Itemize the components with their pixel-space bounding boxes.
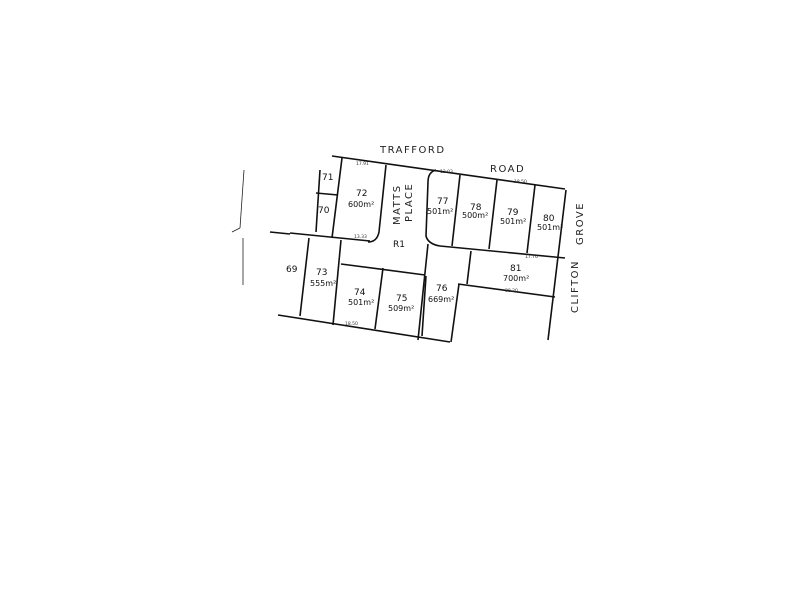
lot-number: 80 bbox=[543, 214, 555, 224]
lot-number: 75 bbox=[396, 294, 407, 304]
lot-76-81-boundary bbox=[466, 250, 472, 285]
lots-77-80-south-boundary bbox=[439, 245, 566, 259]
dimension-label: 17.91 bbox=[356, 161, 369, 167]
lot-number: 71 bbox=[322, 173, 333, 183]
lot-labels: 71 72 600m² 70 69 73 555m² 74 501m² 75 5… bbox=[286, 173, 563, 313]
dimension-label: 38.20 bbox=[505, 288, 518, 294]
lot-number: 81 bbox=[510, 264, 521, 274]
lot-number: 74 bbox=[354, 288, 366, 298]
lot-area: 500m² bbox=[462, 211, 488, 220]
lot-72-south-boundary bbox=[289, 232, 371, 242]
lot-area: 600m² bbox=[348, 200, 374, 209]
lot-number: 70 bbox=[318, 206, 330, 216]
lot-area: 501m² bbox=[348, 298, 374, 307]
dimension-label: 18.50 bbox=[514, 179, 527, 185]
lot-boundaries bbox=[231, 155, 567, 343]
dimension-label: 18.50 bbox=[345, 321, 358, 327]
street-road: ROAD bbox=[490, 164, 525, 175]
lot-75-76-boundary bbox=[421, 275, 427, 337]
lot-76-east-boundary bbox=[450, 283, 460, 343]
lot-number: 73 bbox=[316, 268, 327, 278]
lot-number: 78 bbox=[470, 203, 482, 213]
street-clifton: CLIFTON bbox=[570, 260, 581, 313]
dimension-label: 13.33 bbox=[354, 234, 367, 240]
lot-area: 501m² bbox=[427, 207, 453, 216]
dimension-label: 12.03 bbox=[440, 169, 453, 175]
lot-number: 76 bbox=[436, 284, 448, 294]
clifton-grove-boundary bbox=[547, 189, 567, 341]
dimension-label: 17.76 bbox=[525, 254, 538, 260]
lot-area: 501m² bbox=[500, 217, 526, 226]
lot-area: 700m² bbox=[503, 274, 529, 283]
matts-place-west-boundary bbox=[367, 164, 387, 243]
street-trafford: TRAFFORD bbox=[379, 145, 446, 156]
matts-place-east-boundary bbox=[425, 169, 441, 247]
north-arrow-tick bbox=[231, 227, 241, 233]
lot-area: 509m² bbox=[388, 304, 414, 313]
lot-71-70-boundary bbox=[315, 192, 339, 196]
lot-number: 79 bbox=[507, 208, 519, 218]
lot-area: 669m² bbox=[428, 295, 454, 304]
lot-area: 555m² bbox=[310, 279, 336, 288]
lot-77-78-boundary bbox=[451, 174, 461, 247]
lot-number: 77 bbox=[437, 197, 448, 207]
lot-number: 69 bbox=[286, 265, 298, 275]
trafford-road-boundary bbox=[331, 155, 566, 190]
street-grove: GROVE bbox=[575, 202, 586, 245]
rear-boundary bbox=[277, 314, 451, 343]
lot-70-west-boundary bbox=[315, 169, 321, 233]
street-place: PLACE bbox=[404, 183, 415, 222]
lot-area: 501m² bbox=[537, 223, 563, 232]
north-arrow-line bbox=[239, 169, 245, 229]
lot-76-west-boundary bbox=[417, 243, 429, 341]
lot-number: 72 bbox=[356, 189, 367, 199]
lot-81-south-boundary bbox=[457, 283, 556, 298]
lot-72-west-boundary bbox=[331, 157, 343, 239]
lot-79-80-boundary bbox=[526, 184, 536, 254]
dimension-labels: 17.91 13.33 12.03 18.50 17.76 38.20 18.5… bbox=[345, 161, 538, 327]
street-matts: MATTS bbox=[392, 184, 403, 225]
lot-number: R1 bbox=[393, 240, 405, 250]
lot-74-75-boundary bbox=[374, 267, 384, 330]
lot-69-north-boundary bbox=[269, 231, 291, 235]
lot-78-79-boundary bbox=[488, 179, 498, 250]
lot-73-74-boundary bbox=[332, 239, 342, 326]
lot-73-west-boundary bbox=[299, 237, 310, 317]
